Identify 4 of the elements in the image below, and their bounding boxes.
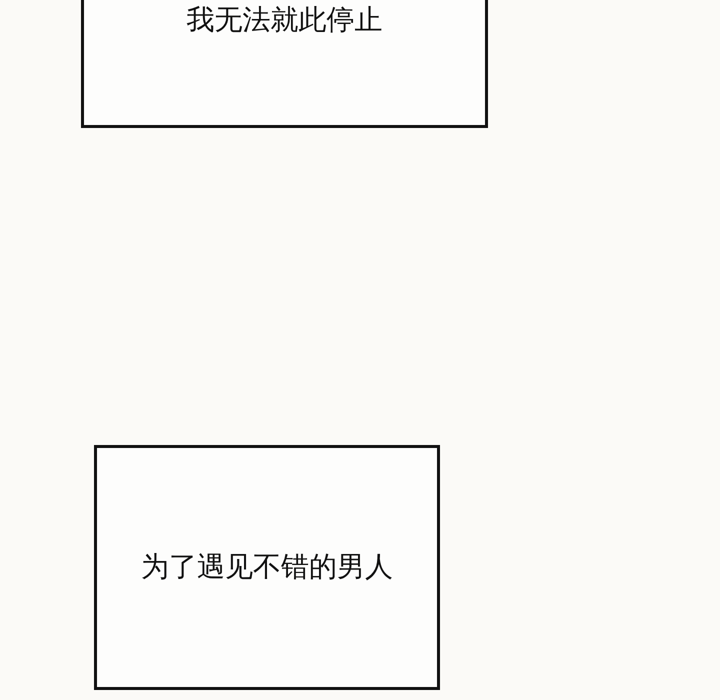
caption-text: 我无法就此停止 [186,5,382,36]
caption-box [94,445,440,690]
caption-text: 为了遇见不错的男人 [141,552,393,583]
caption-box [81,0,488,128]
